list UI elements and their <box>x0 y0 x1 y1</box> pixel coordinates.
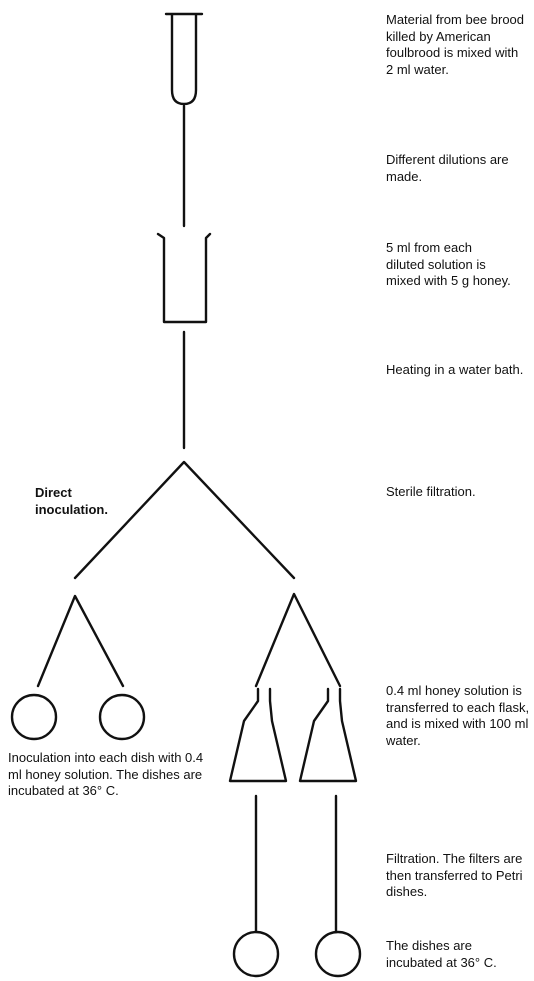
step-text-8: The dishes are incubated at 36° C. <box>386 938 497 970</box>
petri-dish-icon <box>232 930 280 978</box>
beaker-icon <box>156 232 212 324</box>
step-text-2: Different dilutions are made. <box>386 152 509 184</box>
flask-icon <box>298 687 358 783</box>
step-text-7: Filtration. The filters are then transfe… <box>386 851 523 899</box>
direct-inoculation-label: Direct inoculation. <box>35 485 108 517</box>
petri-dish-icon <box>10 693 58 741</box>
step-text-5: Sterile filtration. <box>386 484 476 499</box>
petri-dish-icon <box>314 930 362 978</box>
inoculation-note: Inoculation into each dish with 0.4 ml h… <box>8 750 204 798</box>
right-split-lines <box>254 592 342 688</box>
petri-dish-icon <box>98 693 146 741</box>
step-text-3: 5 ml from each diluted solution is mixed… <box>386 240 511 288</box>
main-split-lines <box>73 460 296 580</box>
step-text-6: 0.4 ml honey solution is transferred to … <box>386 683 530 748</box>
step-text-1: Material from bee brood killed by Americ… <box>386 12 525 77</box>
flask-icon <box>228 687 288 783</box>
left-split-lines <box>36 594 125 688</box>
step-text-4: Heating in a water bath. <box>386 362 524 377</box>
test-tube-icon <box>164 12 204 106</box>
